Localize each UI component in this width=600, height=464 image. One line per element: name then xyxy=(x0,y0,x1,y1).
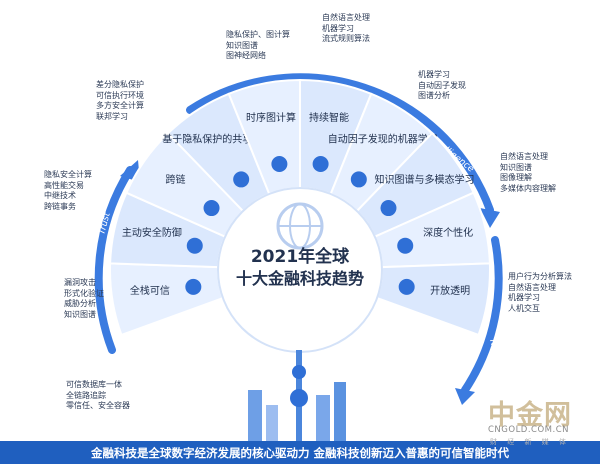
note-right-user: 用户行为分析算法自然语言处理机器学习人机交互 xyxy=(508,272,572,313)
footer-banner xyxy=(0,441,600,464)
sector-label-auto-factor-ml: 自动因子发现的机器学习 xyxy=(328,133,438,146)
note-left-security: 漏洞攻击形式化验证威胁分析知识图谱 xyxy=(64,278,104,319)
trend-sectors: 全栈可信主动安全防御跨链基于隐私保护的共享智能时序图计算持续智能自动因子发现的机… xyxy=(109,78,491,337)
center-year-line: 2021年全球 xyxy=(251,246,350,267)
note-left-privacy: 差分隐私保护可信执行环境多方安全计算联邦学习 xyxy=(96,80,144,121)
neutral-arc xyxy=(461,236,503,394)
sector-label-full-stack-trust: 全栈可信 xyxy=(130,284,170,297)
sector-icon-privacy-intelligence xyxy=(233,171,250,188)
note-right-ml: 机器学习自动因子发现图谱分析 xyxy=(418,70,466,100)
sector-label-timing-computing: 时序图计算 xyxy=(246,111,296,124)
sector-icon-active-security xyxy=(186,237,203,254)
sector-icon-auto-factor-ml xyxy=(350,171,367,188)
watermark-brand: 中金网 xyxy=(488,400,572,431)
center-title-line: 十大金融科技趋势 xyxy=(236,269,364,288)
sector-icon-full-stack-trust xyxy=(185,278,202,295)
sector-label-knowledge-graph: 知识图谱与多模态学习 xyxy=(375,173,475,186)
sector-icon-personalization xyxy=(397,237,414,254)
watermark-site: CNGOLD.COM.CN xyxy=(488,425,570,435)
trust-arc-label: Trust xyxy=(97,211,113,236)
sector-label-personalization: 深度个性化 xyxy=(423,226,473,239)
sector-icon-continuous-intelligence xyxy=(312,155,329,172)
sector-label-continuous-intelligence: 持续智能 xyxy=(309,111,349,124)
sector-open-transparency xyxy=(375,262,491,337)
note-top-a: 隐私保护、图计算知识图谱图神经网络 xyxy=(226,30,290,60)
sector-icon-knowledge-graph xyxy=(380,200,397,217)
neutral-arrowhead xyxy=(455,388,475,405)
intelligence-arc xyxy=(186,73,494,214)
sector-icon-cross-chain xyxy=(203,200,220,217)
note-left-bottom: 可信数据库一体全链路追踪零信任、安全容器 xyxy=(66,380,130,410)
note-right-nlp: 自然语言处理知识图谱图像理解多媒体内容理解 xyxy=(500,152,556,193)
intelligence-arrowhead xyxy=(480,208,500,228)
sector-icon-open-transparency xyxy=(398,278,415,295)
sector-label-open-transparency: 开放透明 xyxy=(430,284,470,297)
city-skyline-illustration xyxy=(248,350,346,442)
sector-full-stack-trust xyxy=(109,262,225,337)
note-left-chain: 隐私安全计算高性能交易中继技术跨链事务 xyxy=(44,170,92,211)
trust-arc xyxy=(94,166,134,354)
neutral-arc-label: Neutral xyxy=(487,338,505,373)
sector-label-cross-chain: 跨链 xyxy=(165,173,185,186)
watermark-sub: 财 经 新 媒 体 xyxy=(490,438,570,446)
sector-icon-timing-computing xyxy=(271,155,288,172)
sector-label-active-security: 主动安全防御 xyxy=(122,226,182,239)
footer-tagline: 金融科技是全球数字经济发展的核心驱动力 金融科技创新迈入普惠的可信智能时代 xyxy=(91,446,509,460)
note-top-b: 自然语言处理机器学习流式规则算法 xyxy=(322,13,370,43)
